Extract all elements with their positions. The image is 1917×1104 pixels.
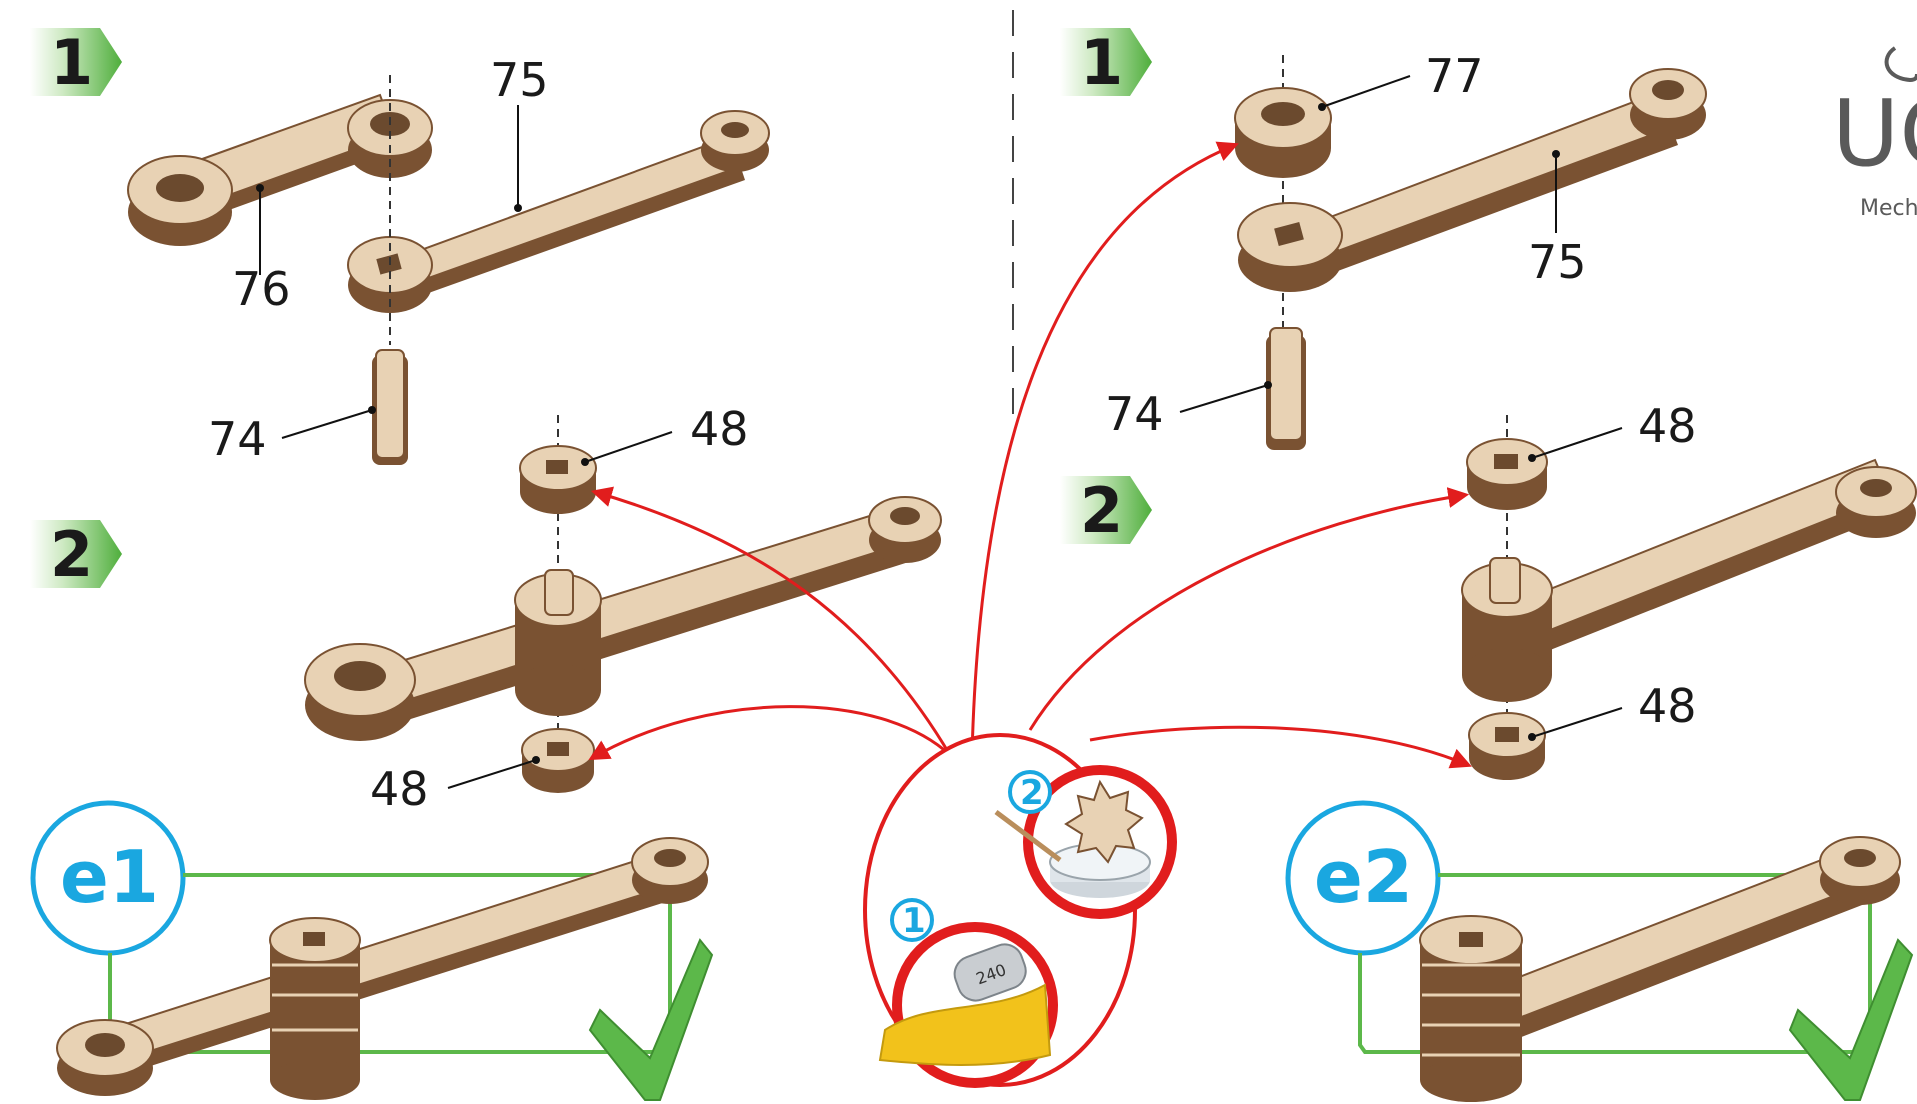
brand-logo: UG Mech [1832,46,1917,221]
part-74-axle-right [1266,327,1306,450]
svg-text:e1: e1 [60,835,159,919]
step-badge-right-1: 1 [1060,26,1152,99]
label-75: 75 [490,53,549,107]
variant-e1-check: e1 [30,800,714,1101]
svg-text:1: 1 [902,901,926,941]
part-77-collar [1234,87,1332,178]
gear-icon [1064,779,1144,864]
part-48-top-left [519,445,597,514]
label-48-bottom-right: 48 [1638,679,1697,733]
check-icon-right [1788,938,1914,1101]
check-icon [588,938,714,1101]
label-76: 76 [232,262,291,316]
label-75-right: 75 [1528,235,1587,289]
step-badge-left-1: 1 [30,26,122,99]
part-48-bottom-right [1468,712,1546,780]
label-77: 77 [1425,49,1484,103]
svg-text:2: 2 [1020,773,1044,813]
sandpaper-icon [878,983,1052,1066]
part-48-top-right [1466,438,1548,510]
step-badge-left-2: 2 [30,518,122,591]
glue-tools-callout: 2 240 1 [863,733,1177,1088]
svg-text:1: 1 [50,26,93,99]
label-74: 74 [208,412,267,466]
svg-text:1: 1 [1080,26,1123,99]
svg-text:e2: e2 [1314,835,1413,919]
label-48-top-left: 48 [690,402,749,456]
part-75-lever [347,110,770,313]
label-74-right: 74 [1105,387,1164,441]
part-74-axle [372,349,408,465]
label-48-bottom-left: 48 [370,762,429,816]
svg-text:2: 2 [1080,474,1123,547]
part-75-lever-right [1237,68,1707,292]
step-badge-right-2: 2 [1060,474,1152,547]
svg-text:2: 2 [50,518,93,591]
part-76-lever [127,93,433,246]
assembled-lever-right [1461,458,1917,702]
svg-text:UG: UG [1832,80,1917,187]
glue-arrows [588,141,1472,769]
part-48-bottom-left [521,728,595,793]
svg-text:Mech: Mech [1860,196,1917,221]
label-48-top-right: 48 [1638,399,1697,453]
assembled-lever-left [304,496,942,741]
variant-e2-check: e2 [1285,800,1914,1102]
